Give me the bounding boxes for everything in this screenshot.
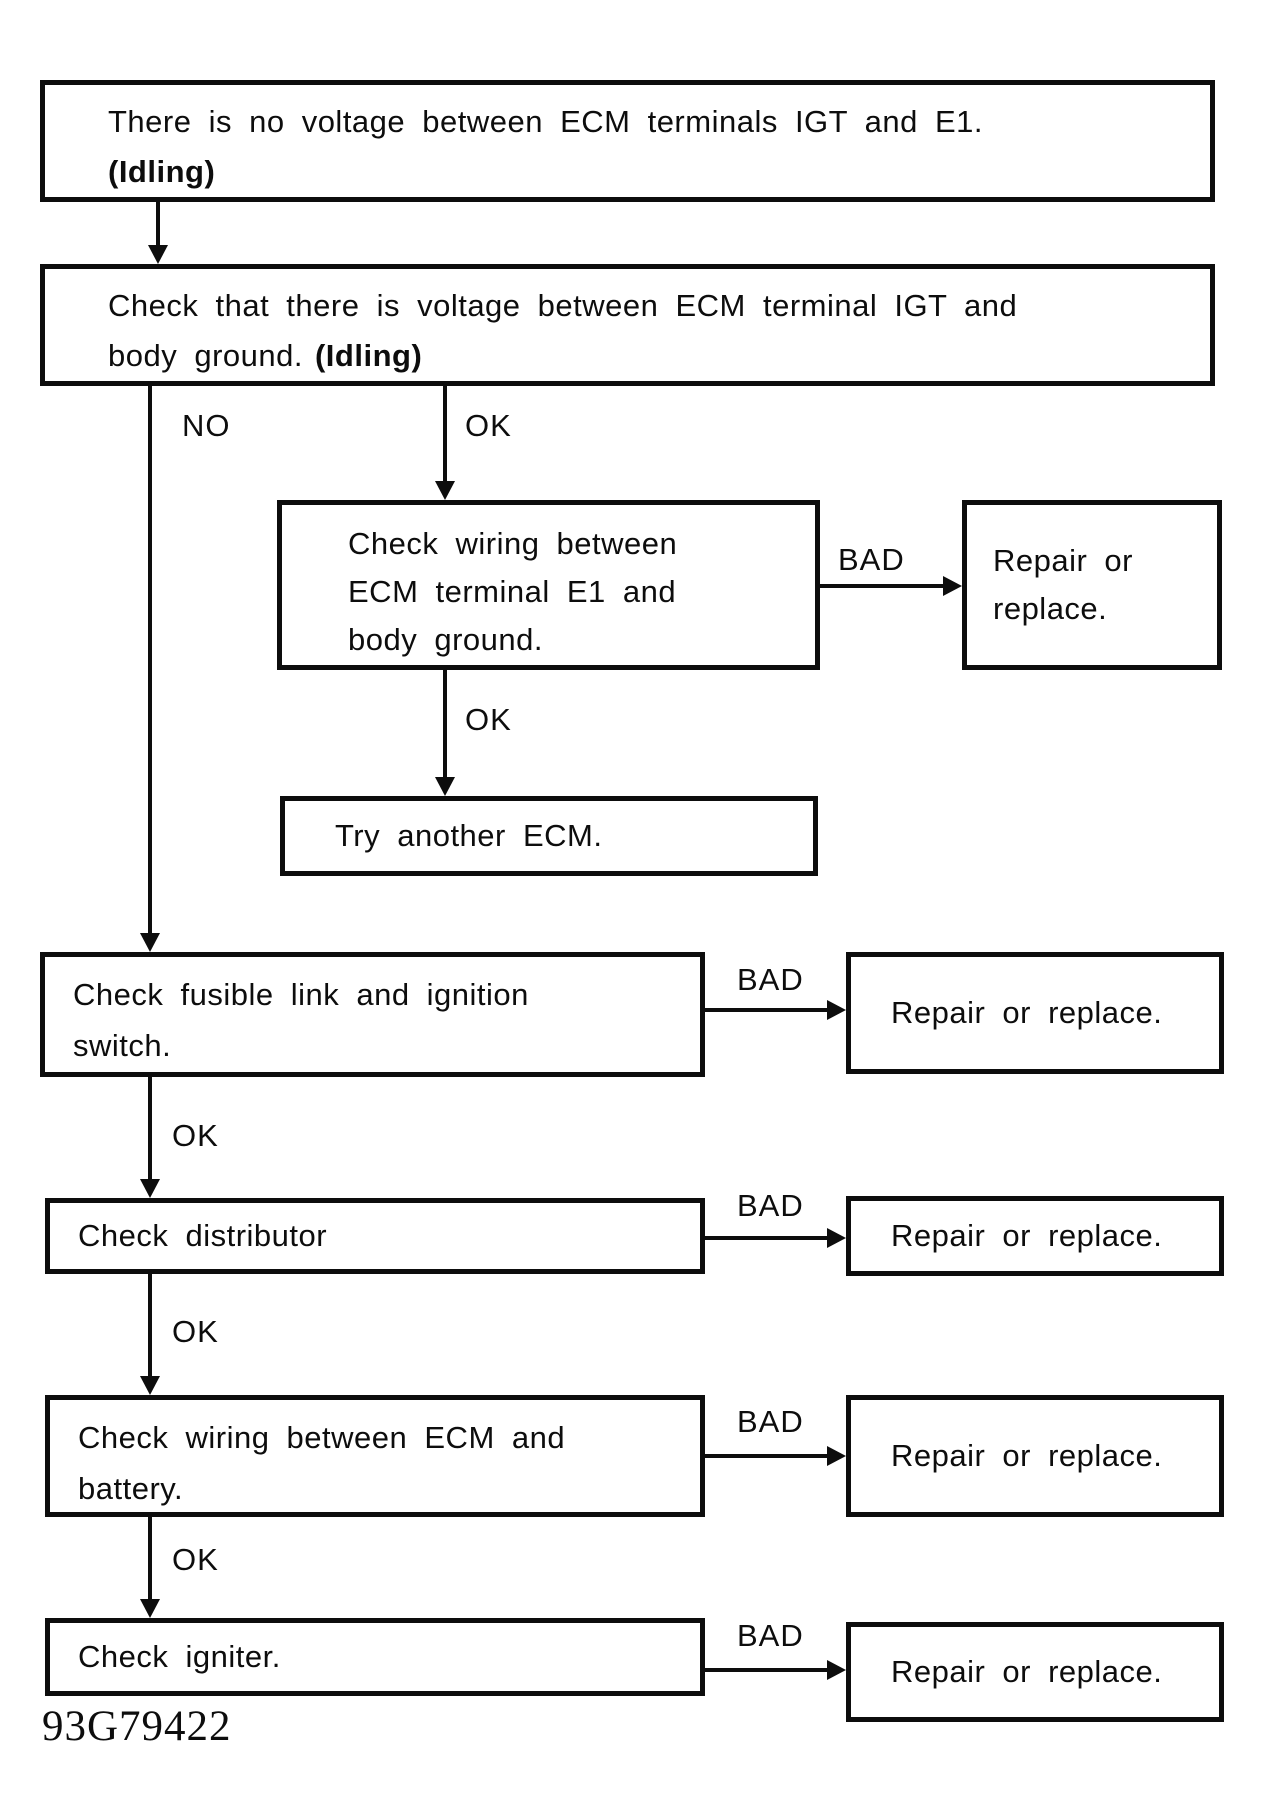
connector-start-down — [156, 202, 160, 248]
arrow-down-icon — [140, 1599, 160, 1618]
arrow-down-icon — [435, 481, 455, 500]
node-no-voltage-igt-e1: There is no voltage between ECM terminal… — [40, 80, 1215, 202]
node-repair-or-replace-3: Repair or replace. — [846, 1196, 1224, 1276]
edge-label-ok-2: OK — [465, 702, 512, 737]
node-check-wiring-e1-ground: Check wiring between ECM terminal E1 and… — [277, 500, 820, 670]
node-check-fusible-link: Check fusible link and ignition switch. — [40, 952, 705, 1077]
edge-label-bad-1: BAD — [838, 542, 905, 577]
node-check-igniter: Check igniter. — [45, 1618, 705, 1696]
figure-code: 93G79422 — [42, 1703, 232, 1750]
node-repair-or-replace-5: Repair or replace. — [846, 1622, 1224, 1722]
node-text-line: battery. — [78, 1471, 184, 1506]
connector-ok-branch-1 — [443, 386, 447, 484]
arrow-right-icon — [827, 1446, 846, 1466]
node-text-line: switch. — [73, 1028, 172, 1063]
connector-bad-2 — [705, 1008, 829, 1012]
node-text-segment: body ground. — [108, 338, 303, 373]
connector-no-branch — [148, 386, 152, 936]
arrow-down-icon — [140, 1179, 160, 1198]
edge-label-ok-1: OK — [465, 408, 512, 443]
node-try-another-ecm: Try another ECM. — [280, 796, 818, 876]
arrow-down-icon — [148, 245, 168, 264]
node-text-line: Repair or replace. — [891, 1218, 1163, 1253]
node-text-line: Check distributor — [78, 1218, 328, 1253]
connector-bad-5 — [705, 1668, 829, 1672]
connector-bad-3 — [705, 1236, 829, 1240]
node-text-line: Repair or replace. — [891, 1654, 1163, 1689]
arrow-right-icon — [827, 1660, 846, 1680]
node-text-line: Check fusible link and ignition — [73, 977, 529, 1012]
node-text-line: body ground. (Idling) — [108, 331, 1190, 381]
edge-label-ok-5: OK — [172, 1542, 219, 1577]
edge-label-bad-5: BAD — [737, 1618, 804, 1653]
node-text-line: replace. — [993, 591, 1108, 626]
connector-ok-branch-5 — [148, 1517, 152, 1602]
arrow-right-icon — [827, 1228, 846, 1248]
edge-label-bad-4: BAD — [737, 1404, 804, 1439]
node-repair-or-replace-4: Repair or replace. — [846, 1395, 1224, 1517]
arrow-right-icon — [827, 1000, 846, 1020]
node-text-segment: (Idling) — [314, 338, 423, 373]
node-text-line: Repair or replace. — [891, 1438, 1163, 1473]
node-text-line: Repair or — [993, 543, 1133, 578]
node-text-line: body ground. — [348, 622, 543, 657]
node-text-line: Check that there is voltage between ECM … — [108, 288, 1018, 323]
arrow-down-icon — [140, 1376, 160, 1395]
connector-ok-branch-2 — [443, 670, 447, 780]
edge-label-ok-4: OK — [172, 1314, 219, 1349]
node-text-line: Repair or replace. — [891, 995, 1163, 1030]
node-text-line: Check wiring between — [348, 526, 678, 561]
node-check-distributor: Check distributor — [45, 1198, 705, 1274]
node-text-line: Check wiring between ECM and — [78, 1420, 566, 1455]
connector-ok-branch-4 — [148, 1274, 152, 1379]
node-repair-or-replace-2: Repair or replace. — [846, 952, 1224, 1074]
connector-bad-1 — [820, 584, 946, 588]
node-check-voltage-igt-ground: Check that there is voltage between ECM … — [40, 264, 1215, 386]
node-text-line: Check igniter. — [78, 1639, 281, 1674]
edge-label-bad-2: BAD — [737, 962, 804, 997]
node-text-line: There is no voltage between ECM terminal… — [108, 104, 984, 139]
arrow-down-icon — [140, 933, 160, 952]
node-text-line: (Idling) — [108, 154, 216, 189]
arrow-right-icon — [943, 576, 962, 596]
edge-label-ok-3: OK — [172, 1118, 219, 1153]
node-text-line: Try another ECM. — [335, 818, 603, 853]
edge-label-bad-3: BAD — [737, 1188, 804, 1223]
node-repair-or-replace-1: Repair or replace. — [962, 500, 1222, 670]
connector-ok-branch-3 — [148, 1077, 152, 1182]
node-text-line: ECM terminal E1 and — [348, 574, 677, 609]
arrow-down-icon — [435, 777, 455, 796]
edge-label-no: NO — [182, 408, 231, 443]
connector-bad-4 — [705, 1454, 829, 1458]
node-check-wiring-ecm-battery: Check wiring between ECM and battery. — [45, 1395, 705, 1517]
